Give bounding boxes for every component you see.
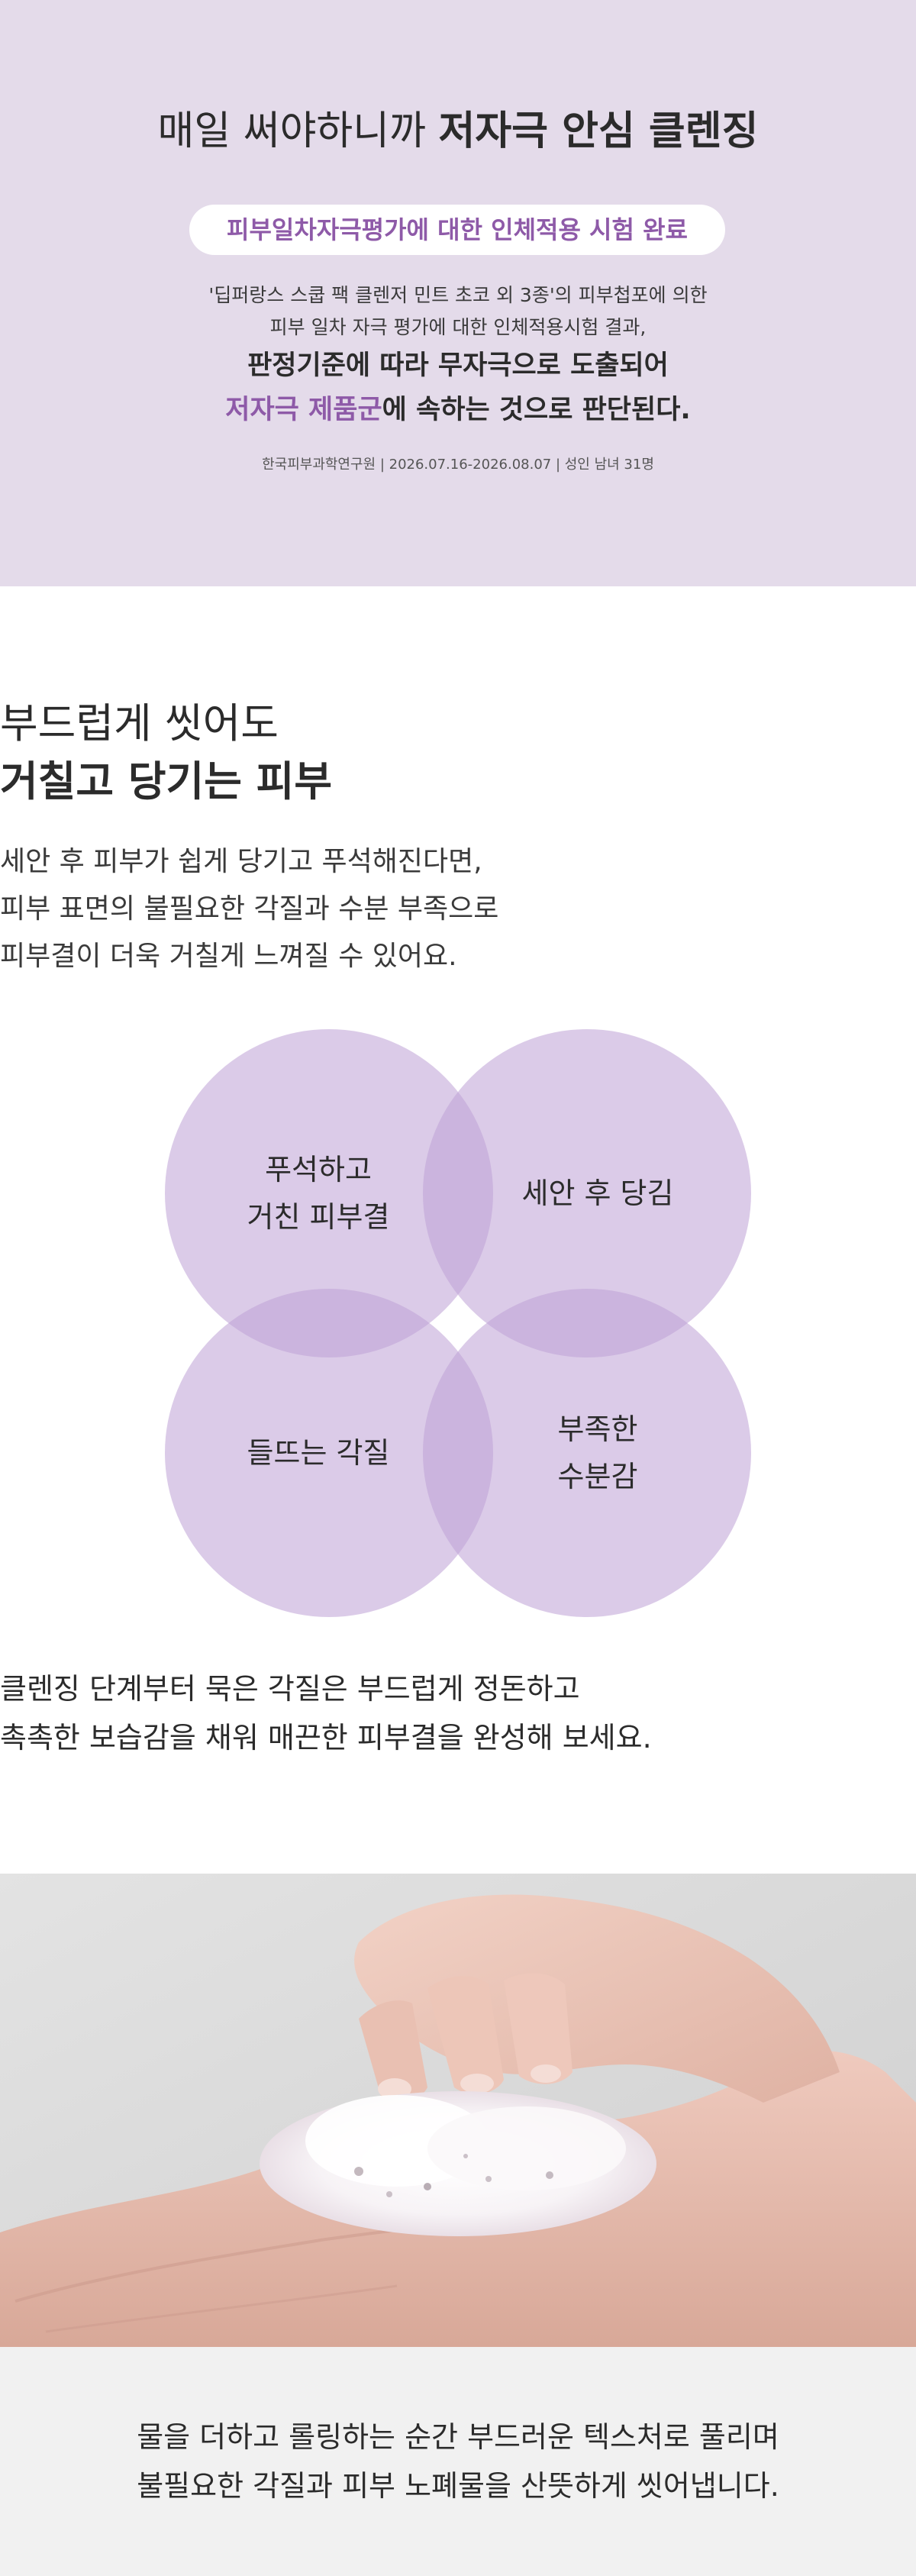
headline-regular: 매일 써야하니까 [157,108,439,154]
closing-line: 클렌징 단계부터 묵은 각질은 부드럽게 정돈하고 [0,1672,580,1706]
foam-hands-photo [0,1874,916,2347]
problem-closing: 클렌징 단계부터 묵은 각질은 부드럽게 정돈하고 촉촉한 보습감을 채워 매끈… [0,1664,916,1762]
caption-line: 물을 더하고 롤링하는 순간 부드러운 텍스처로 풀리며 [137,2420,779,2454]
problem-title-line1: 부드럽게 씻어도 [0,699,279,747]
foam-hands-image [0,1874,916,2347]
problem-description-line: 피부결이 더욱 거칠게 느껴질 수 있어요. [0,941,457,972]
test-result: 판정기준에 따라 무자극으로 도출되어 저자극 제품군에 속하는 것으로 판단된… [0,344,916,432]
caption-line: 불필요한 각질과 피부 노폐물을 산뜻하게 씻어냅니다. [137,2469,779,2503]
headline-bold: 저자극 안심 클렌징 [438,108,759,154]
test-result-line2: 저자극 제품군에 속하는 것으로 판단된다. [0,388,916,432]
banner-headline: 매일 써야하니까 저자극 안심 클렌징 [0,101,916,162]
problem-description-line: 세안 후 피부가 쉽게 당기고 푸석해진다면, [0,846,482,877]
test-result-line2-rest: 에 속하는 것으로 판단된다. [382,395,691,425]
concern-label: 푸석하고 [265,1153,372,1186]
test-result-line1: 판정기준에 따라 무자극으로 도출되어 [247,350,669,381]
concern-label: 세안 후 당김 [521,1177,674,1210]
caption-section: 물을 더하고 롤링하는 순간 부드러운 텍스처로 풀리며 불필요한 각질과 피부… [0,2347,916,2576]
test-description-line: '딥퍼랑스 스쿱 팩 클렌저 민트 초코 외 3종'의 피부첩포에 의한 [208,284,708,306]
concern-label: 수분감 [557,1460,638,1493]
test-complete-badge: 피부일차자극평가에 대한 인체적용 시험 완료 [189,205,725,255]
test-source: 한국피부과학연구원 | 2026.07.16-2026.08.07 | 성인 남… [262,457,654,473]
concern-circle-dryness: 부족한 수분감 [423,1289,751,1617]
concern-label: 들뜨는 각질 [247,1436,390,1470]
caption-text: 물을 더하고 롤링하는 순간 부드러운 텍스처로 풀리며 불필요한 각질과 피부… [0,2413,916,2510]
problem-title-line2: 거칠고 당기는 피부 [0,757,333,805]
problem-description: 세안 후 피부가 쉽게 당기고 푸석해진다면, 피부 표면의 불필요한 각질과 … [0,838,916,980]
low-irritation-highlight: 저자극 제품군 [225,395,382,425]
test-description-line: 피부 일차 자극 평가에 대한 인체적용시험 결과, [269,316,647,338]
closing-line: 촉촉한 보습감을 채워 매끈한 피부결을 완성해 보세요. [0,1721,652,1754]
test-description: '딥퍼랑스 스쿱 팩 클렌저 민트 초코 외 3종'의 피부첩포에 의한 피부 … [0,279,916,344]
problem-description-line: 피부 표면의 불필요한 각질과 수분 부족으로 [0,893,499,925]
test-banner-section: 매일 써야하니까 저자극 안심 클렌징 피부일차자극평가에 대한 인체적용 시험… [0,0,916,586]
concern-label: 거친 피부결 [247,1200,390,1234]
concern-label: 부족한 [557,1412,638,1446]
